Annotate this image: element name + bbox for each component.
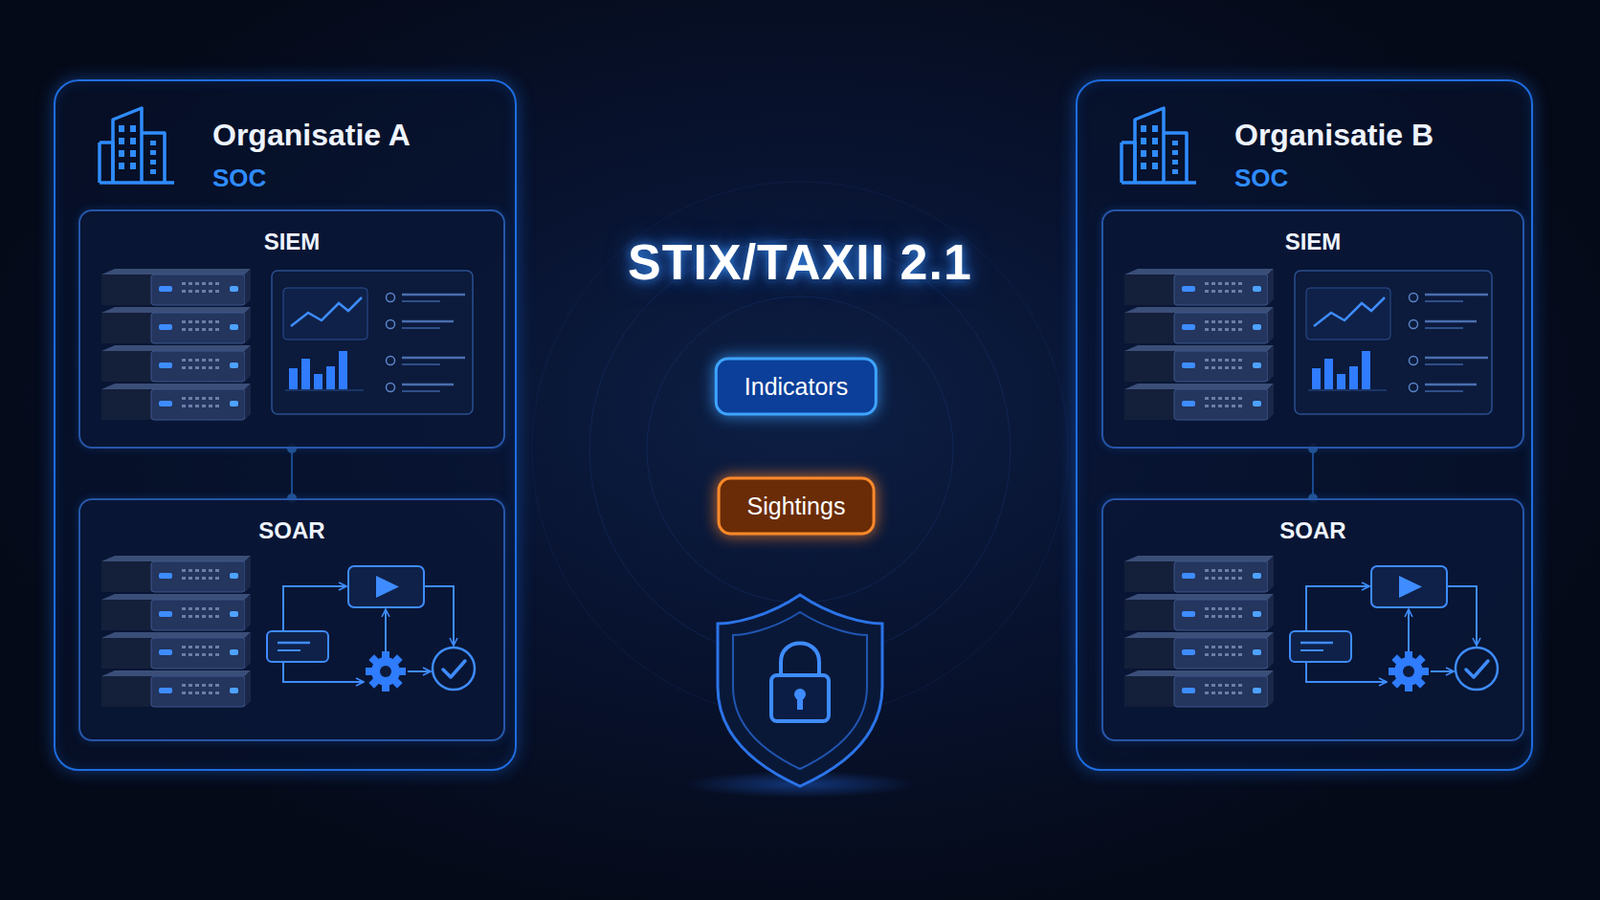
server-stack bbox=[1124, 555, 1274, 708]
dashboard-panel bbox=[271, 270, 473, 415]
edge-label: Indicators bbox=[714, 357, 878, 417]
organisation-name: Organisatie A bbox=[212, 117, 411, 154]
soar-box: SOAR bbox=[78, 498, 506, 742]
siem-box: SIEM bbox=[1101, 209, 1525, 449]
organisation-box: Organisatie B SOC SIEM SOAR bbox=[1075, 79, 1534, 772]
organisation-name: Organisatie B bbox=[1234, 117, 1434, 154]
team-label: SOC bbox=[212, 163, 267, 194]
workflow-illustration bbox=[1289, 566, 1498, 692]
server-stack bbox=[101, 268, 251, 421]
flow-arrow bbox=[549, 379, 1044, 394]
edge-label: Sightings bbox=[717, 477, 876, 536]
siem-box: SIEM bbox=[78, 209, 506, 449]
dashboard-panel bbox=[1294, 270, 1492, 415]
diagram-title: STIX/TAXII 2.1 bbox=[0, 233, 1600, 291]
building-icon bbox=[1121, 108, 1197, 183]
server-stack bbox=[101, 555, 251, 708]
system-name: SIEM bbox=[1103, 228, 1523, 256]
shield-lock-icon bbox=[717, 595, 883, 787]
exchange-arrow bbox=[518, 434, 1074, 439]
team-label: SOC bbox=[1234, 163, 1289, 194]
connector-group bbox=[518, 436, 1074, 438]
connector-group bbox=[549, 506, 1044, 508]
organisation-box: Organisatie A SOC SIEM SOAR bbox=[53, 79, 517, 772]
system-name: SOAR bbox=[80, 517, 504, 545]
system-name: SOAR bbox=[1103, 517, 1523, 545]
workflow-illustration bbox=[266, 566, 475, 692]
connector-group bbox=[549, 386, 1044, 388]
building-icon bbox=[99, 108, 175, 183]
server-stack bbox=[1124, 268, 1274, 421]
system-name: SIEM bbox=[80, 228, 504, 256]
flow-arrow bbox=[549, 499, 1044, 513]
soar-box: SOAR bbox=[1101, 498, 1525, 742]
